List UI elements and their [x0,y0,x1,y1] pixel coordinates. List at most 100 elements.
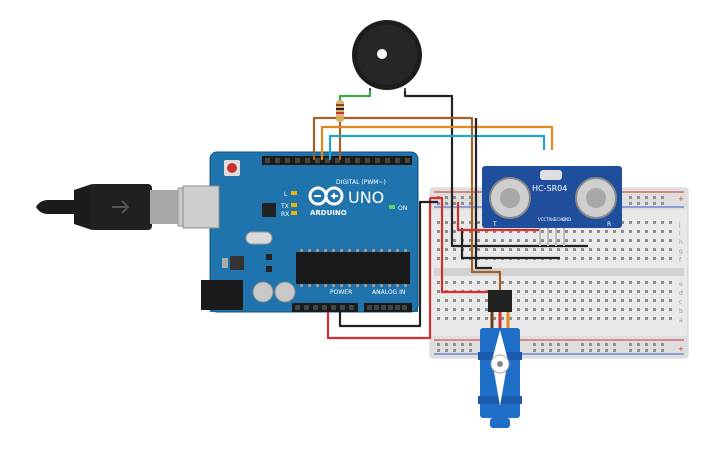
breadboard-hole[interactable] [557,230,560,233]
resistor-icon[interactable] [336,100,344,122]
breadboard-hole[interactable] [597,230,600,233]
breadboard-hole[interactable] [589,343,592,346]
breadboard-hole[interactable] [509,230,512,233]
breadboard-hole[interactable] [661,281,664,284]
breadboard-hole[interactable] [597,239,600,242]
breadboard-hole[interactable] [453,281,456,284]
breadboard-hole[interactable] [549,239,552,242]
breadboard-hole[interactable] [613,281,616,284]
breadboard-hole[interactable] [637,317,640,320]
breadboard-hole[interactable] [573,290,576,293]
breadboard-hole[interactable] [637,349,640,352]
servo-icon[interactable] [478,290,522,428]
breadboard-hole[interactable] [517,281,520,284]
breadboard-hole[interactable] [517,290,520,293]
wire-black-buzzer[interactable] [403,91,588,248]
breadboard-hole[interactable] [669,290,672,293]
breadboard-hole[interactable] [469,299,472,302]
breadboard-hole[interactable] [653,239,656,242]
breadboard-hole[interactable] [541,317,544,320]
breadboard-hole[interactable] [501,317,504,320]
breadboard-hole[interactable] [573,317,576,320]
breadboard-hole[interactable] [501,248,504,251]
breadboard-hole[interactable] [493,230,496,233]
breadboard-hole[interactable] [629,290,632,293]
breadboard-hole[interactable] [565,349,568,352]
breadboard-hole[interactable] [517,230,520,233]
breadboard-hole[interactable] [613,230,616,233]
breadboard-hole[interactable] [461,299,464,302]
breadboard-hole[interactable] [645,343,648,346]
breadboard-hole[interactable] [549,248,552,251]
breadboard-hole[interactable] [621,239,624,242]
breadboard-hole[interactable] [581,290,584,293]
breadboard-hole[interactable] [653,230,656,233]
breadboard-hole[interactable] [453,343,456,346]
breadboard-hole[interactable] [589,239,592,242]
breadboard-hole[interactable] [565,308,568,311]
breadboard-hole[interactable] [621,299,624,302]
breadboard-hole[interactable] [541,343,544,346]
breadboard-hole[interactable] [461,196,464,199]
breadboard-hole[interactable] [445,308,448,311]
breadboard-hole[interactable] [557,349,560,352]
breadboard-hole[interactable] [605,308,608,311]
breadboard-hole[interactable] [485,317,488,320]
breadboard-hole[interactable] [445,257,448,260]
breadboard-hole[interactable] [565,343,568,346]
breadboard-hole[interactable] [525,230,528,233]
breadboard-hole[interactable] [493,317,496,320]
breadboard-hole[interactable] [621,257,624,260]
breadboard-hole[interactable] [605,343,608,346]
breadboard-hole[interactable] [605,317,608,320]
breadboard-hole[interactable] [453,317,456,320]
breadboard-hole[interactable] [605,230,608,233]
breadboard-hole[interactable] [573,281,576,284]
breadboard-hole[interactable] [637,257,640,260]
wire-orange[interactable] [320,125,554,160]
breadboard-hole[interactable] [629,308,632,311]
breadboard-hole[interactable] [445,239,448,242]
breadboard-hole[interactable] [541,299,544,302]
breadboard-hole[interactable] [517,308,520,311]
breadboard-hole[interactable] [653,299,656,302]
breadboard-hole[interactable] [445,221,448,224]
breadboard-hole[interactable] [629,221,632,224]
breadboard-hole[interactable] [637,230,640,233]
breadboard-hole[interactable] [461,308,464,311]
breadboard-hole[interactable] [637,299,640,302]
breadboard-hole[interactable] [629,248,632,251]
breadboard-hole[interactable] [501,230,504,233]
breadboard-hole[interactable] [613,343,616,346]
breadboard-hole[interactable] [477,239,480,242]
breadboard-hole[interactable] [461,281,464,284]
breadboard-hole[interactable] [669,299,672,302]
breadboard-hole[interactable] [485,230,488,233]
breadboard-hole[interactable] [541,349,544,352]
breadboard-hole[interactable] [605,290,608,293]
breadboard-hole[interactable] [501,239,504,242]
breadboard-hole[interactable] [469,343,472,346]
breadboard-hole[interactable] [613,299,616,302]
breadboard-hole[interactable] [605,248,608,251]
breadboard-hole[interactable] [517,299,520,302]
breadboard-hole[interactable] [549,317,552,320]
sensor-pins[interactable] [539,228,565,246]
breadboard-hole[interactable] [469,239,472,242]
breadboard-hole[interactable] [533,248,536,251]
breadboard-hole[interactable] [645,257,648,260]
breadboard-hole[interactable] [669,221,672,224]
breadboard-hole[interactable] [581,343,584,346]
breadboard-hole[interactable] [477,281,480,284]
breadboard-hole[interactable] [669,308,672,311]
breadboard-hole[interactable] [533,308,536,311]
breadboard-hole[interactable] [541,308,544,311]
breadboard-hole[interactable] [525,317,528,320]
breadboard-hole[interactable] [645,308,648,311]
breadboard-hole[interactable] [661,349,664,352]
breadboard-hole[interactable] [637,239,640,242]
breadboard-hole[interactable] [509,239,512,242]
breadboard-hole[interactable] [613,239,616,242]
ultrasonic-sensor-icon[interactable]: HC-SR04 T R VCC TRIG ECHO GND [482,166,622,246]
breadboard-hole[interactable] [661,221,664,224]
